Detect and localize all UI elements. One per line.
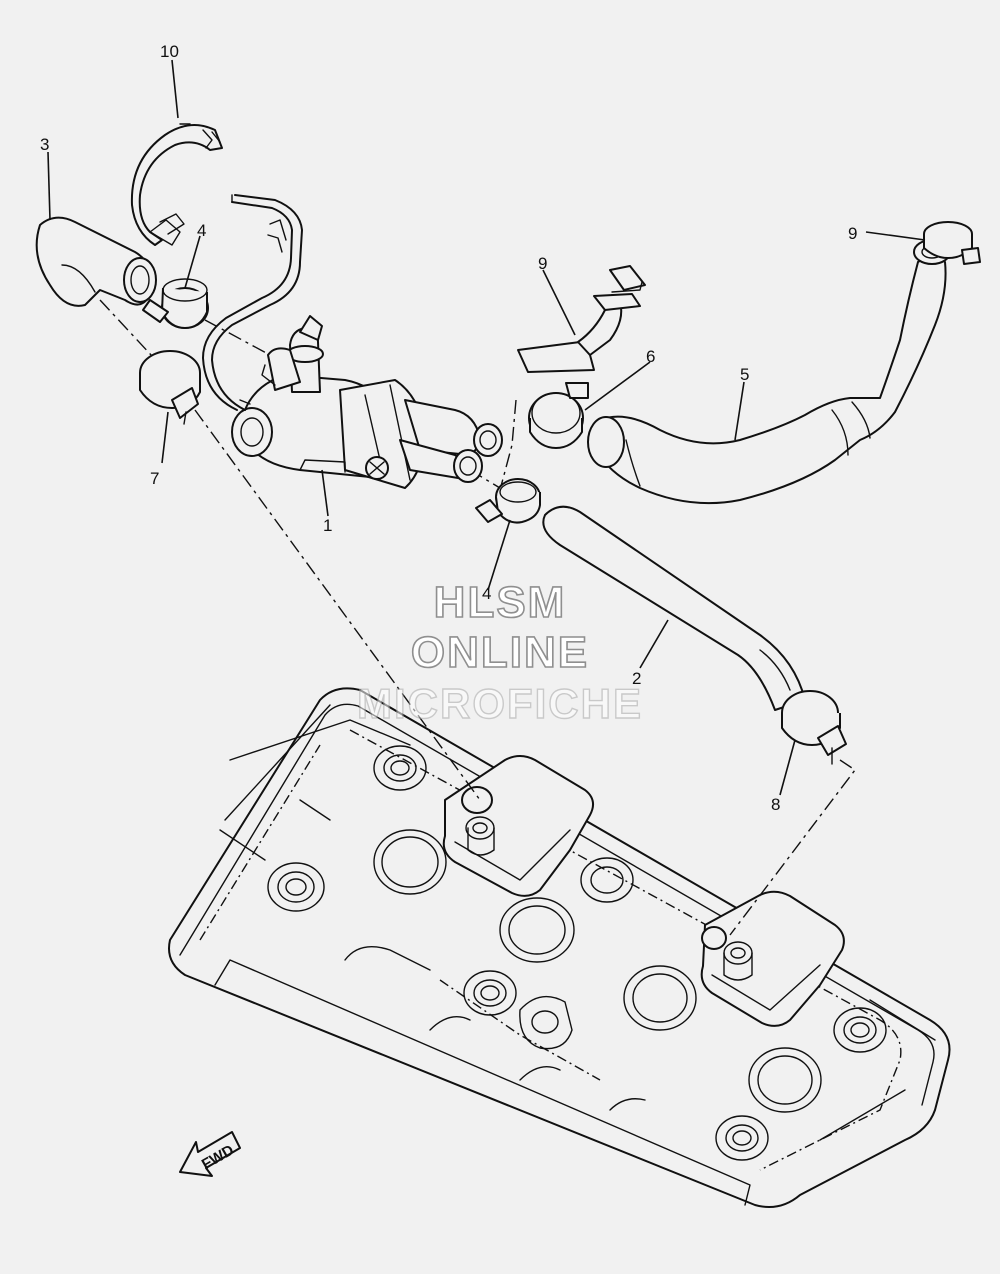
callout-7: 9	[538, 254, 547, 273]
hole-11	[715, 1115, 769, 1161]
callout-5: 5	[740, 365, 749, 384]
fwd-arrow-icon: FWD	[179, 1131, 241, 1177]
hole-1	[373, 745, 427, 791]
leader-lines	[47, 59, 926, 796]
hole-4	[499, 897, 575, 963]
clamp-4-upper	[142, 278, 209, 329]
clamp-4-middle	[475, 478, 541, 524]
callout-9b: 8	[771, 795, 780, 814]
callout-2: 2	[632, 669, 641, 688]
clamp-6	[528, 382, 589, 449]
hole-3	[267, 862, 325, 912]
callout-labels: 10 3 4 9 9 6 5 7 1 4 2 8	[40, 42, 857, 814]
watermark-line-1: HLSM	[433, 577, 567, 628]
callout-8: 9	[848, 224, 857, 243]
callout-10: 10	[160, 42, 179, 61]
clamp-9-left	[139, 350, 201, 425]
air-cutoff-valve	[231, 315, 503, 489]
callout-4b: 4	[482, 584, 491, 603]
watermark-line-2: ONLINE	[410, 627, 590, 678]
bracket-7	[517, 265, 646, 373]
callout-9a: 7	[150, 469, 159, 488]
hole-8	[623, 965, 697, 1031]
hole-7	[519, 995, 573, 1050]
valve-wiring	[202, 194, 303, 411]
hose-3	[35, 216, 157, 307]
cylinder-head-cover	[168, 687, 951, 1208]
hole-10	[748, 1047, 822, 1113]
callout-1: 1	[323, 516, 332, 535]
callout-3: 3	[40, 135, 49, 154]
hole-9	[833, 1007, 887, 1053]
reed-valve-cover-rear	[700, 890, 845, 1027]
hole-6	[463, 970, 517, 1016]
callout-4a: 4	[197, 221, 206, 240]
clamp-9-right	[781, 690, 847, 765]
hole-5	[580, 857, 634, 903]
reed-valve-cover-front	[442, 755, 595, 897]
hose-5	[587, 239, 951, 505]
callout-6: 6	[646, 347, 655, 366]
hole-2	[373, 829, 447, 895]
watermark-line-3: MICROFICHE	[356, 679, 643, 727]
clamp-8	[923, 221, 981, 265]
cover-holes	[267, 745, 887, 1161]
clamp-10	[130, 123, 223, 246]
